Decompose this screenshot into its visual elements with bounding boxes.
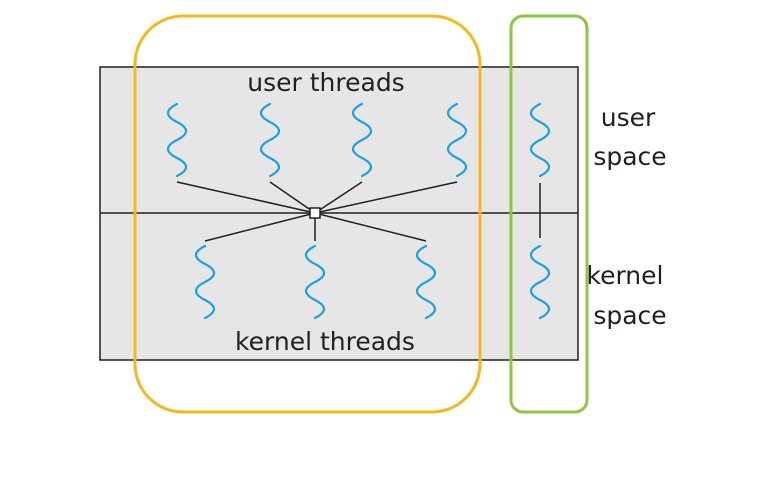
kernel-space-label-line1: kernel — [587, 261, 664, 290]
kernel-thread-group — [194, 244, 551, 320]
mapping-node — [309, 207, 321, 219]
kernel-thread — [415, 244, 437, 320]
kernel-threads-label: kernel threads — [235, 327, 415, 356]
user-thread — [166, 102, 188, 178]
one-to-one-group-outline — [509, 14, 589, 414]
user-thread — [529, 102, 551, 178]
kernel-space-label-line2: space — [593, 301, 666, 330]
user-space-label-line2: space — [593, 142, 666, 171]
user-thread — [259, 102, 281, 178]
kernel-thread — [194, 244, 216, 320]
user-thread-group — [166, 102, 551, 178]
user-thread — [446, 102, 468, 178]
many-to-many-group-outline — [133, 14, 482, 414]
kernel-thread — [304, 244, 326, 320]
kernel-thread — [529, 244, 551, 320]
user-threads-label: user threads — [247, 68, 404, 97]
many-to-many-connectors — [176, 181, 458, 242]
user-thread — [351, 102, 373, 178]
user-space-label-line1: user — [601, 103, 656, 132]
